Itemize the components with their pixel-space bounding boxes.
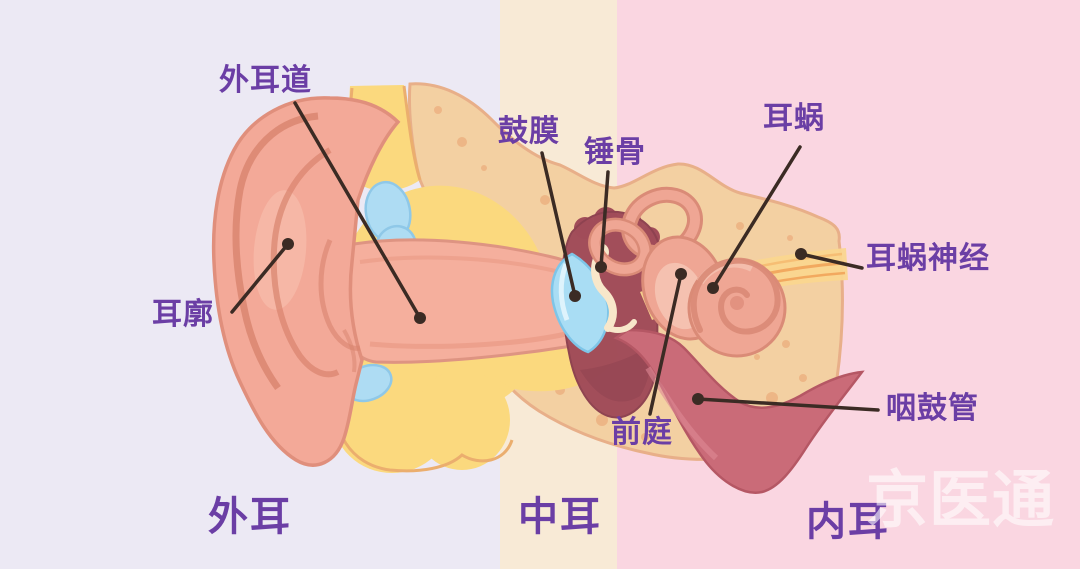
leader-eardrum bbox=[540, 151, 577, 298]
leader-cochlea bbox=[711, 145, 802, 290]
label-cochlear-nerve: 耳蜗神经 bbox=[866, 242, 990, 275]
leader-eustachian-tube bbox=[696, 397, 880, 412]
label-cochlea: 耳蜗 bbox=[763, 102, 825, 135]
leader-malleus bbox=[599, 170, 610, 269]
leader-lines bbox=[230, 101, 880, 416]
label-eardrum: 鼓膜 bbox=[498, 115, 560, 148]
label-vestibule: 前庭 bbox=[611, 416, 673, 449]
section-label-outer-ear: 外耳 bbox=[208, 495, 292, 539]
leader-auricle bbox=[230, 242, 290, 314]
leader-ear-canal bbox=[293, 101, 422, 320]
section-label-middle-ear: 中耳 bbox=[518, 495, 602, 539]
label-eustachian-tube: 咽鼓管 bbox=[886, 392, 979, 425]
leader-dots bbox=[282, 238, 807, 405]
pinna bbox=[211, 96, 401, 467]
label-ear-canal: 外耳道 bbox=[219, 64, 312, 97]
watermark-logo: 京医通 bbox=[866, 466, 1056, 535]
label-malleus: 锤骨 bbox=[584, 136, 646, 169]
leader-cochlear-nerve bbox=[799, 252, 864, 270]
cochlea bbox=[687, 257, 787, 358]
section-label-inner-ear: 内耳 bbox=[806, 500, 890, 544]
leader-vestibule bbox=[648, 272, 683, 416]
label-auricle: 耳廓 bbox=[152, 298, 214, 331]
